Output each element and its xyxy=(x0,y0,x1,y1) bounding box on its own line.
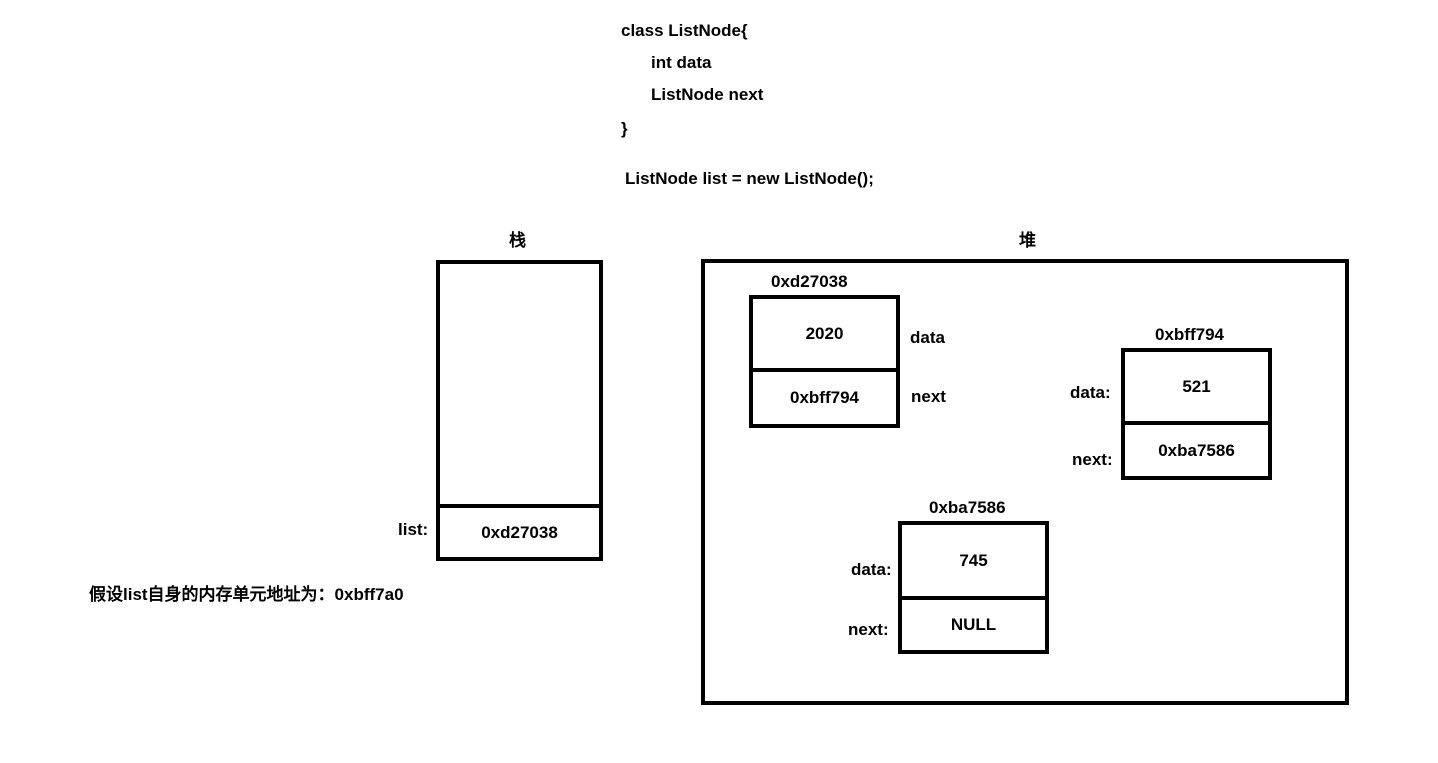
node2-data-cell: 521 xyxy=(1125,352,1268,421)
node2-address: 0xbff794 xyxy=(1155,325,1224,344)
node1-address: 0xd27038 xyxy=(771,272,848,291)
node3-data-cell: 745 xyxy=(902,525,1045,596)
node3-data-value: 745 xyxy=(959,550,988,570)
stack-list-value: 0xd27038 xyxy=(481,522,558,542)
node3-next-value: NULL xyxy=(950,615,997,634)
node3-address: 0xba7586 xyxy=(929,498,1006,517)
node1-box: 2020 0xbff794 xyxy=(749,295,900,428)
node1-data-value: 2020 xyxy=(805,323,844,343)
node3-next-label: next: xyxy=(848,620,889,639)
node2-next-label: next: xyxy=(1072,450,1113,469)
node2-data-label: data: xyxy=(1070,383,1111,402)
code-statement: ListNode list = new ListNode(); xyxy=(625,169,874,188)
node2-data-value: 521 xyxy=(1182,376,1211,396)
node2-next-value: 0xba7586 xyxy=(1158,440,1235,460)
node1-next-value: 0xbff794 xyxy=(790,388,859,407)
node3-data-label: data: xyxy=(851,560,892,579)
heap-title: 堆 xyxy=(1019,231,1036,250)
code-line-close-brace: } xyxy=(621,119,628,138)
node2-next-cell: 0xba7586 xyxy=(1125,425,1268,476)
stack-box: 0xd27038 xyxy=(436,260,603,561)
code-line-class: class ListNode{ xyxy=(621,21,748,40)
node2-box: 521 0xba7586 xyxy=(1121,348,1272,480)
stack-divider xyxy=(440,504,599,508)
stack-address-note: 假设list自身的内存单元地址为：0xbff7a0 xyxy=(89,585,404,604)
node1-next-label: next xyxy=(911,387,946,406)
node1-divider xyxy=(753,368,896,372)
node1-data-cell: 2020 xyxy=(753,299,896,368)
code-line-data-field: int data xyxy=(651,53,712,72)
node3-next-cell: NULL xyxy=(902,600,1045,650)
node3-box: 745 NULL xyxy=(898,521,1049,654)
node1-next-cell: 0xbff794 xyxy=(753,372,896,424)
node3-divider xyxy=(902,596,1045,600)
code-line-next-field: ListNode next xyxy=(651,85,764,104)
node2-divider xyxy=(1125,421,1268,425)
stack-list-label: list: xyxy=(398,520,429,539)
node1-data-label: data xyxy=(910,328,945,347)
stack-title: 栈 xyxy=(509,231,526,250)
stack-list-cell: 0xd27038 xyxy=(440,508,599,557)
